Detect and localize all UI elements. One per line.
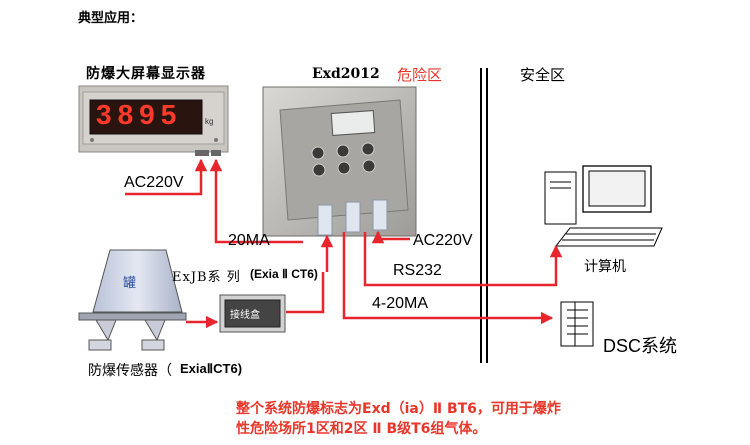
tank-label: 罐 (123, 276, 137, 291)
computer-label: 计算机 (584, 259, 626, 275)
display-power-label: AC220V (124, 174, 184, 191)
sensor-rating: ExiaⅡCT6) (180, 361, 243, 376)
junction-series: ExJB系 列 (172, 270, 241, 285)
enclosure-model: Exd2012 (312, 66, 380, 82)
computer-link-label: RS232 (393, 262, 442, 279)
junction-box-label: 接线盒 (230, 310, 260, 321)
sensor-label: 防爆传感器（ (88, 363, 172, 379)
enclosure-power-label: AC220V (413, 232, 473, 249)
tank-icon (78, 249, 187, 351)
computer-icon (544, 165, 663, 247)
junction-box-icon (219, 294, 286, 333)
heading: 典型应用： (78, 11, 144, 26)
dcs-link-label: 4-20MA (372, 295, 429, 312)
junction-rating: (Exia Ⅱ CT6) (250, 267, 318, 281)
note-line-1: 整个系统防爆标志为Exd（ia）Ⅱ BT6，可用于爆炸 (236, 401, 561, 417)
dcs-label: DSC系统 (603, 336, 678, 356)
hazardous-zone-label: 危险区 (397, 66, 443, 84)
display-title: 防爆大屏幕显示器 (86, 66, 206, 82)
explosion-proof-enclosure (262, 86, 417, 237)
display-reading: 3895 (96, 99, 183, 130)
note-line-2: 性危险场所1区和2区 Ⅱ B级T6组气体。 (236, 421, 487, 437)
safe-zone-label: 安全区 (520, 66, 566, 84)
display-screen (78, 85, 229, 156)
signal-wires (125, 158, 563, 329)
display-signal-label: 20MA (228, 232, 270, 249)
zone-divider (480, 68, 488, 363)
dcs-cabinet-icon (560, 301, 594, 347)
display-unit: kg (205, 117, 214, 126)
